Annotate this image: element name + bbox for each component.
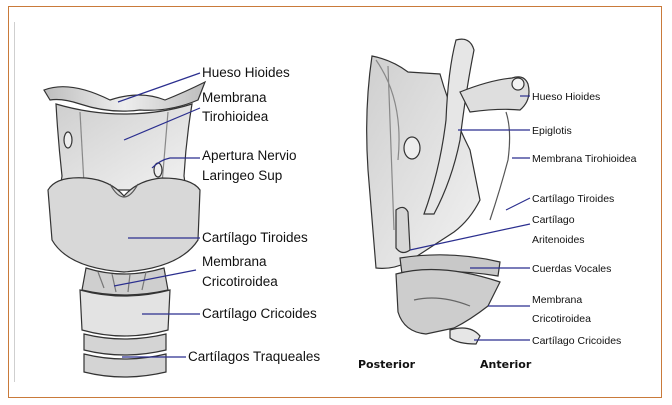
left-labels: Hueso Hioides Membrana Tirohioidea Apert…	[188, 65, 320, 364]
label-membrana-2: Membrana	[202, 254, 267, 269]
thyroid-cartilage-shape	[48, 178, 200, 272]
label-r-cartilago-cricoides: Cartílago Cricoides	[532, 335, 621, 347]
label-hueso-hioides: Hueso Hioides	[202, 65, 290, 80]
label-r-aritenoides: Aritenoides	[532, 234, 585, 246]
label-r-membrana: Membrana	[532, 294, 582, 306]
label-membrana: Membrana	[202, 90, 267, 105]
label-r-cuerdas-vocales: Cuerdas Vocales	[532, 263, 611, 275]
label-cartilago-cricoides: Cartílago Cricoides	[202, 306, 317, 321]
view-label-anterior: Anterior	[480, 358, 532, 371]
label-r-cartilago-tiroides: Cartílago Tiroides	[532, 193, 614, 205]
label-r-hueso-hioides: Hueso Hioides	[532, 91, 600, 103]
cricoid-cartilage-shape	[80, 290, 170, 336]
label-laringeo-sup: Laringeo Sup	[202, 168, 282, 183]
right-labels: Hueso Hioides Epiglotis Membrana Tirohio…	[532, 91, 637, 347]
label-r-epiglotis: Epiglotis	[532, 125, 572, 137]
label-tirohioidea: Tirohioidea	[202, 109, 269, 124]
thyrohyoid-membrane-shape	[56, 104, 192, 190]
arytenoid-shape	[396, 207, 410, 252]
label-cartilago-tiroides: Cartílago Tiroides	[202, 230, 308, 245]
cricoid-side-shape	[396, 270, 500, 335]
larynx-side-drawing	[367, 39, 529, 344]
label-r-cricotiroidea: Cricotiroidea	[532, 313, 591, 325]
label-cricotiroidea: Cricotiroidea	[202, 274, 278, 289]
larynx-front-drawing	[44, 82, 205, 377]
label-r-cartilago: Cartílago	[532, 214, 575, 226]
label-cartilagos-traqueales: Cartílagos Traqueales	[188, 349, 320, 364]
tracheal-ring-1	[84, 334, 166, 355]
view-label-posterior: Posterior	[358, 358, 416, 371]
label-apertura-nervio: Apertura Nervio	[202, 148, 297, 163]
label-r-membrana-tirohioidea: Membrana Tirohioidea	[532, 153, 637, 165]
